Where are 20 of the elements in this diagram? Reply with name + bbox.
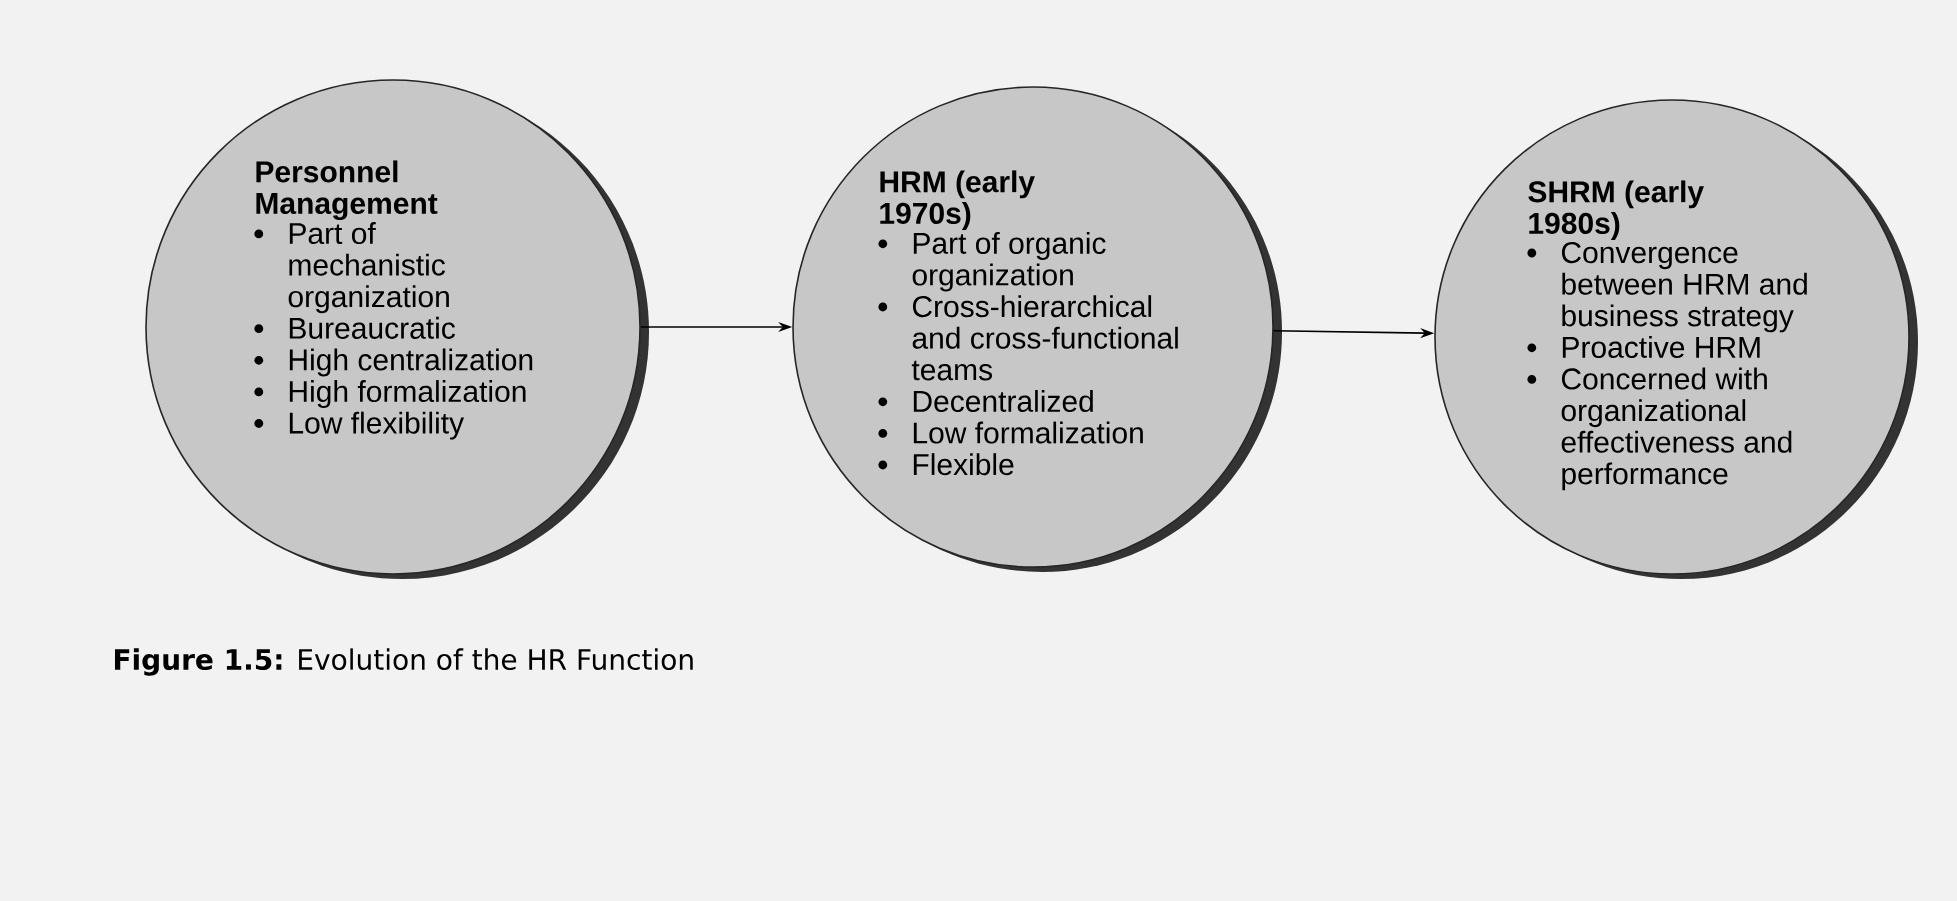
bullet-item: Part of mechanistic organization	[288, 222, 449, 314]
figure-caption: Figure 1.5: Evolution of the HR Function	[115, 648, 693, 676]
circle-node	[1434, 99, 1918, 579]
bullet-item: Concerned with organizational effectiveness and performance	[1561, 367, 1792, 491]
node-heading: SHRM (early 1980s)	[1528, 180, 1704, 240]
node-heading: HRM (early 1970s)	[880, 170, 1035, 230]
bullet-item: Bureaucratic	[289, 316, 455, 339]
bullet-item: Low formalization	[913, 421, 1143, 444]
node-heading: Personnel Management	[256, 160, 438, 221]
bullet-item: Part of organic organization	[912, 231, 1106, 292]
bullet-item: Low flexibility	[289, 411, 464, 440]
bullet-item: Decentralized	[913, 389, 1093, 412]
bullet-item: High centralization	[289, 348, 533, 377]
circle-node	[145, 79, 649, 579]
bullet-item: Proactive HRM	[1562, 336, 1760, 358]
bullet-item: Flexible	[913, 453, 1014, 476]
bullet-item: Convergence between HRM and business strategy	[1561, 241, 1807, 333]
bullet-item: Cross-hierarchical and cross-functional teams	[911, 295, 1178, 381]
bullet-item: High formalization	[289, 380, 526, 408]
circle-node	[792, 86, 1282, 572]
